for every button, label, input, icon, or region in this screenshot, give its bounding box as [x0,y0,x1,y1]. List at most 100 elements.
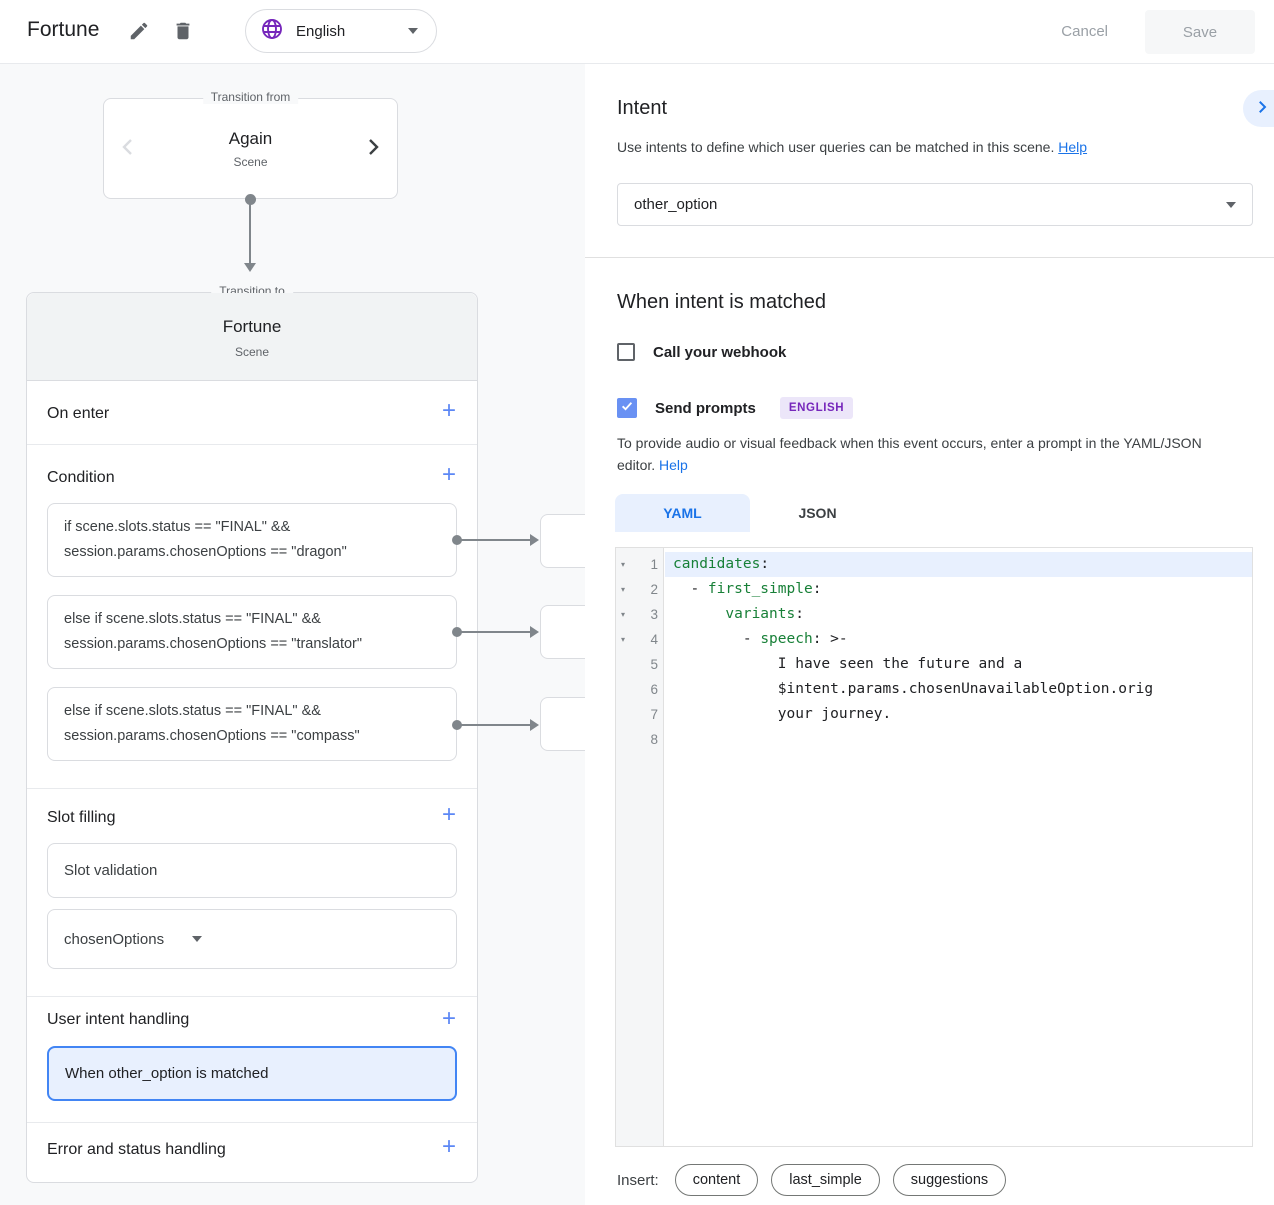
intent-dropdown[interactable]: other_option [617,183,1253,226]
previous-scene-button[interactable] [116,135,140,159]
divider [585,257,1274,258]
connector-arrowhead-icon [244,263,256,272]
check-icon [620,399,634,418]
transition-target-card[interactable] [540,514,585,568]
add-slot-button[interactable]: + [435,801,463,829]
send-prompts-checkbox[interactable] [617,398,637,418]
when-intent-matched-title: When intent is matched [617,291,826,313]
cancel-button[interactable]: Cancel [1061,0,1108,64]
from-scene-name: Again [228,129,273,148]
chevron-down-icon [1226,201,1236,208]
fold-arrow-icon[interactable]: ▾ [621,635,626,644]
fold-arrow-icon[interactable]: ▾ [621,585,626,594]
transition-target-card[interactable] [540,697,585,751]
trash-icon [172,20,196,42]
connector-arrowhead-icon [530,534,539,546]
chevron-down-icon [192,936,203,942]
slot-validation-item[interactable]: Slot validation [47,843,457,898]
insert-last_simple-button[interactable]: last_simple [771,1164,880,1196]
code-text: - speech: >- [673,631,848,647]
language-chip: ENGLISH [779,397,854,419]
webhook-row: Call your webhook [617,343,786,361]
connector-dot [452,627,462,637]
line-number: 2 [650,582,658,597]
code-line[interactable]: 7 your journey. [616,702,1252,727]
code-line[interactable]: ▾ 4 - speech: >- [616,627,1252,652]
condition-label: Condition [47,469,115,486]
scene-card-header[interactable]: Fortune Scene [27,293,477,381]
connector-line [458,539,532,541]
divider [27,444,477,445]
language-label: English [296,22,346,40]
code-line[interactable]: ▾ 3 variants: [616,602,1252,627]
line-number: 5 [650,657,658,672]
code-line[interactable]: ▾ 1 candidates: [616,552,1252,577]
collapse-panel-button[interactable] [1243,90,1274,127]
intent-handler-item-selected[interactable]: When other_option is matched [47,1046,457,1101]
code-line[interactable]: 6 $intent.params.chosenUnavailableOption… [616,677,1252,702]
code-line[interactable]: 8 [616,727,1252,752]
add-error-handler-button[interactable]: + [435,1133,463,1161]
help-link[interactable]: Help [1058,139,1088,155]
edit-title-button[interactable] [128,20,152,44]
editor-gutter [616,548,664,1146]
connector-dot [245,194,256,205]
send-prompts-label: Send prompts [655,399,756,417]
condition-item[interactable]: else if scene.slots.status == "FINAL" &&… [47,687,457,761]
line-number: 4 [650,632,658,647]
slot-item[interactable]: chosenOptions [47,909,457,969]
slot-validation-label: Slot validation [64,862,158,879]
connector-arrowhead-icon [530,626,539,638]
delete-scene-button[interactable] [172,20,196,44]
condition-item[interactable]: if scene.slots.status == "FINAL" && sess… [47,503,457,577]
yaml-code-editor[interactable]: ▾ 1 candidates: ▾ 2 - first_simple: ▾ 3 … [615,547,1253,1147]
code-text: - first_simple: [673,581,822,597]
fold-arrow-icon[interactable]: ▾ [621,610,626,619]
intent-dropdown-value: other_option [634,196,718,213]
call-webhook-label: Call your webhook [653,343,787,361]
save-button[interactable]: Save [1145,10,1255,54]
connector-dot [452,535,462,545]
help-link[interactable]: Help [659,457,688,473]
code-text: $intent.params.chosenUnavailableOption.o… [673,681,1154,697]
from-scene-type: Scene [233,155,268,169]
code-text: candidates: [665,552,1252,577]
line-number: 3 [650,607,658,622]
tab-yaml[interactable]: YAML [615,494,750,532]
code-text: I have seen the future and a [673,656,1023,672]
call-webhook-checkbox[interactable] [617,343,635,361]
add-condition-button[interactable]: + [435,461,463,489]
scene-flow-panel: Transition from Again Scene Transition t… [0,64,585,1205]
transition-target-card[interactable] [540,605,585,659]
top-bar: Fortune English Cancel Save [0,0,1274,64]
divider [27,1122,477,1123]
next-scene-button[interactable] [361,135,385,159]
intent-detail-panel: Intent Use intents to define which user … [585,64,1274,1205]
insert-content-button[interactable]: content [674,1164,759,1196]
fold-arrow-icon[interactable]: ▾ [621,560,626,569]
language-selector[interactable]: English [245,9,437,53]
line-number: 8 [650,732,658,747]
scene-card: Transition to Fortune Scene On enter + C… [26,284,478,1183]
code-line[interactable]: 5 I have seen the future and a [616,652,1252,677]
tab-json[interactable]: JSON [750,494,885,532]
send-prompts-row: Send prompts ENGLISH [617,397,854,419]
insert-label: Insert: [617,1171,659,1189]
transition-from-legend: Transition from [202,90,299,104]
code-text: variants: [725,606,804,622]
user-intent-handling-label: User intent handling [47,1011,190,1028]
transition-from-card[interactable]: Transition from Again Scene [103,90,398,199]
insert-suggestions-button[interactable]: suggestions [892,1164,1007,1196]
scene-type: Scene [234,345,270,359]
editor-code-lines: ▾ 1 candidates: ▾ 2 - first_simple: ▾ 3 … [616,552,1252,752]
connector-line [458,724,532,726]
add-intent-handler-button[interactable]: + [435,1005,463,1033]
condition-item[interactable]: else if scene.slots.status == "FINAL" &&… [47,595,457,669]
intent-panel-description: Use intents to define which user queries… [617,139,1088,155]
add-on-enter-button[interactable]: + [435,397,463,425]
intent-panel-title: Intent [617,97,668,119]
slot-name-label: chosenOptions [64,930,165,948]
code-line[interactable]: ▾ 2 - first_simple: [616,577,1252,602]
scene-name: Fortune [222,317,282,336]
